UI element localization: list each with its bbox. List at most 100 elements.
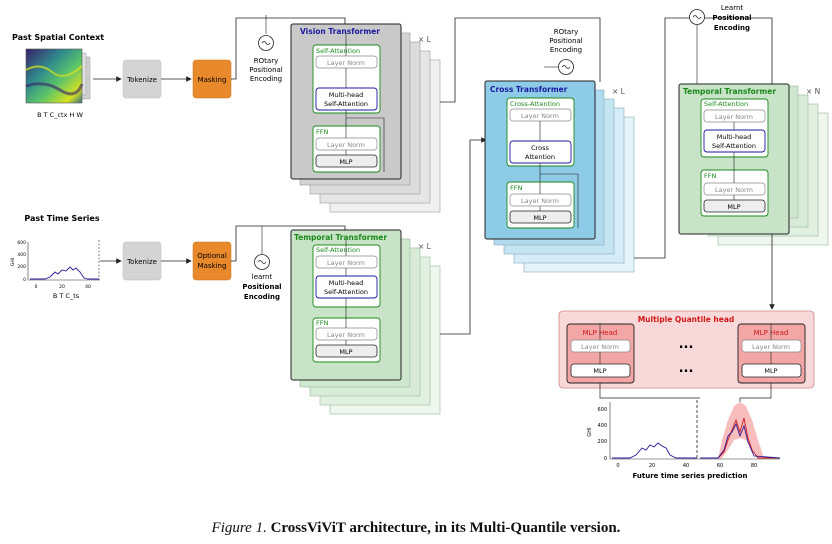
cross-attention-label-2: Attention bbox=[525, 153, 555, 161]
series-ytick-1: 200 bbox=[17, 264, 26, 270]
prediction-plot bbox=[609, 400, 781, 460]
mlp-head-left-mlp bbox=[570, 363, 631, 378]
rotary-2-line-2: Positional bbox=[549, 37, 583, 45]
quantile-ellipsis-2: ... bbox=[679, 361, 694, 376]
pred-ytick-3: 600 bbox=[597, 407, 607, 413]
temporal-1-mhsa-label-2: Self-Attention bbox=[324, 288, 368, 296]
temporal-2-layer-norm-2-label: Layer Norm bbox=[715, 186, 753, 194]
series-ylabel: GHI bbox=[10, 258, 16, 266]
rotary-encoding-2 bbox=[544, 59, 574, 75]
series-xtick-1: 20 bbox=[59, 284, 65, 290]
temporal-2-layer-norm-2 bbox=[703, 182, 766, 196]
figure-label: Figure 1. bbox=[211, 520, 267, 536]
vision-layer-norm-2-label: Layer Norm bbox=[327, 141, 365, 149]
rotary-1-line-2: Positional bbox=[249, 66, 283, 74]
learnt-2-line-3: Encoding bbox=[714, 24, 750, 32]
temporal-1-mlp-label: MLP bbox=[339, 348, 352, 356]
temporal-2-ffn-title: FFN bbox=[704, 172, 716, 180]
temporal-2-attn-title: Self-Attention bbox=[704, 100, 748, 108]
vision-layer-norm-1 bbox=[315, 55, 378, 69]
cross-attn-title: Cross-Attention bbox=[510, 100, 560, 108]
figure-caption: Figure 1. CrossViViT architecture, in it… bbox=[0, 520, 832, 537]
temporal-2-mlp-label: MLP bbox=[727, 203, 740, 211]
mlp-head-left-mlp-label: MLP bbox=[593, 367, 606, 375]
rotary-2-line-3: Encoding bbox=[550, 46, 582, 54]
temporal-1-repeat: × L bbox=[418, 242, 432, 251]
learnt-encoding-2 bbox=[689, 9, 705, 85]
pred-xtick-2: 40 bbox=[683, 463, 689, 469]
temporal-2-repeat: × N bbox=[806, 87, 820, 96]
spatial-dims: B T C_ctx H W bbox=[37, 111, 83, 119]
vision-ffn-title: FFN bbox=[316, 128, 328, 136]
temporal-2-mhsa bbox=[703, 129, 766, 153]
spatial-context-frames bbox=[25, 48, 91, 104]
temporal-2-mhsa-label-1: Multi-head bbox=[717, 133, 751, 141]
rotary-encoding-1 bbox=[258, 15, 274, 51]
temporal-1-title: Temporal Transformer bbox=[294, 233, 387, 242]
mlp-head-right-layer-norm bbox=[741, 339, 802, 353]
masking-label: Masking bbox=[198, 76, 227, 84]
pred-ylabel: GHI bbox=[587, 427, 593, 436]
temporal-2-layer-norm-1-label: Layer Norm bbox=[715, 113, 753, 121]
temporal-1-mlp bbox=[315, 344, 378, 358]
vision-mhsa bbox=[315, 87, 378, 111]
cross-layer-norm-2 bbox=[509, 193, 572, 207]
pred-xtick-4: 80 bbox=[751, 463, 757, 469]
temporal-1-layer-norm-1 bbox=[315, 255, 378, 269]
series-ytick-0: 0 bbox=[23, 277, 26, 283]
series-ytick-2: 400 bbox=[17, 252, 26, 258]
cross-mlp bbox=[509, 210, 572, 224]
vision-mhsa-label-1: Multi-head bbox=[329, 91, 363, 99]
cross-repeat: × L bbox=[612, 87, 626, 96]
quantile-head-title: Multiple Quantile head bbox=[638, 315, 735, 324]
mlp-head-left-layer-norm bbox=[570, 339, 631, 353]
pred-xlabel: Future time series prediction bbox=[632, 472, 747, 480]
learnt-1-line-1: learnt bbox=[252, 273, 273, 281]
caption-text: CrossViViT architecture, in its Multi-Qu… bbox=[270, 520, 621, 536]
optional-masking-label-2: Masking bbox=[198, 262, 227, 270]
architecture-diagram: Past Spatial Context B T C_ctx H W Past … bbox=[10, 4, 829, 480]
mlp-head-left-layer-norm-label: Layer Norm bbox=[581, 343, 619, 351]
series-xtick-2: 40 bbox=[85, 284, 91, 290]
cross-layer-norm-1 bbox=[509, 108, 572, 122]
past-series-plot bbox=[27, 240, 100, 281]
tokenize-label-2: Tokenize bbox=[126, 258, 157, 266]
vision-mlp-label: MLP bbox=[339, 158, 352, 166]
cross-ffn-title: FFN bbox=[510, 184, 522, 192]
temporal-1-mhsa bbox=[315, 275, 378, 299]
pred-ytick-2: 400 bbox=[597, 423, 607, 429]
pred-xtick-0: 0 bbox=[616, 463, 619, 469]
pred-ytick-1: 200 bbox=[597, 439, 607, 445]
mlp-head-right-layer-norm-label: Layer Norm bbox=[752, 343, 790, 351]
vision-transformer-title: Vision Transformer bbox=[300, 27, 380, 36]
learnt-1-line-2: Positional bbox=[242, 283, 281, 291]
pred-xtick-3: 60 bbox=[717, 463, 723, 469]
series-title: Past Time Series bbox=[24, 214, 99, 223]
vision-repeat: × L bbox=[418, 35, 432, 44]
quantile-ellipsis-1: ... bbox=[679, 337, 694, 352]
optional-masking-label-1: Optional bbox=[197, 252, 227, 260]
temporal-2-layer-norm-1 bbox=[703, 109, 766, 123]
temporal-2-mlp bbox=[703, 199, 766, 213]
series-xtick-0: 0 bbox=[35, 284, 38, 290]
cross-attention bbox=[509, 140, 572, 164]
vision-layer-norm-1-label: Layer Norm bbox=[327, 59, 365, 67]
rotary-1-line-1: ROtary bbox=[254, 57, 278, 65]
series-dims: B T C_ts bbox=[53, 292, 80, 300]
mlp-head-right-mlp bbox=[741, 363, 802, 378]
cross-layer-norm-2-label: Layer Norm bbox=[521, 197, 559, 205]
temporal-1-layer-norm-2 bbox=[315, 327, 378, 341]
vision-mhsa-label-2: Self-Attention bbox=[324, 100, 368, 108]
learnt-2-line-2: Positional bbox=[712, 14, 751, 22]
tokenize-label-1: Tokenize bbox=[126, 76, 157, 84]
learnt-2-line-1: Learnt bbox=[721, 4, 744, 12]
cross-layer-norm-1-label: Layer Norm bbox=[521, 112, 559, 120]
pred-xtick-1: 20 bbox=[649, 463, 655, 469]
vision-attn-title: Self-Attention bbox=[316, 47, 360, 55]
temporal-1-layer-norm-1-label: Layer Norm bbox=[327, 259, 365, 267]
optional-masking-block bbox=[192, 241, 232, 281]
temporal-1-mhsa-label-1: Multi-head bbox=[329, 279, 363, 287]
temporal-2-mhsa-label-2: Self-Attention bbox=[712, 142, 756, 150]
spatial-title: Past Spatial Context bbox=[12, 33, 104, 42]
temporal-1-layer-norm-2-label: Layer Norm bbox=[327, 331, 365, 339]
